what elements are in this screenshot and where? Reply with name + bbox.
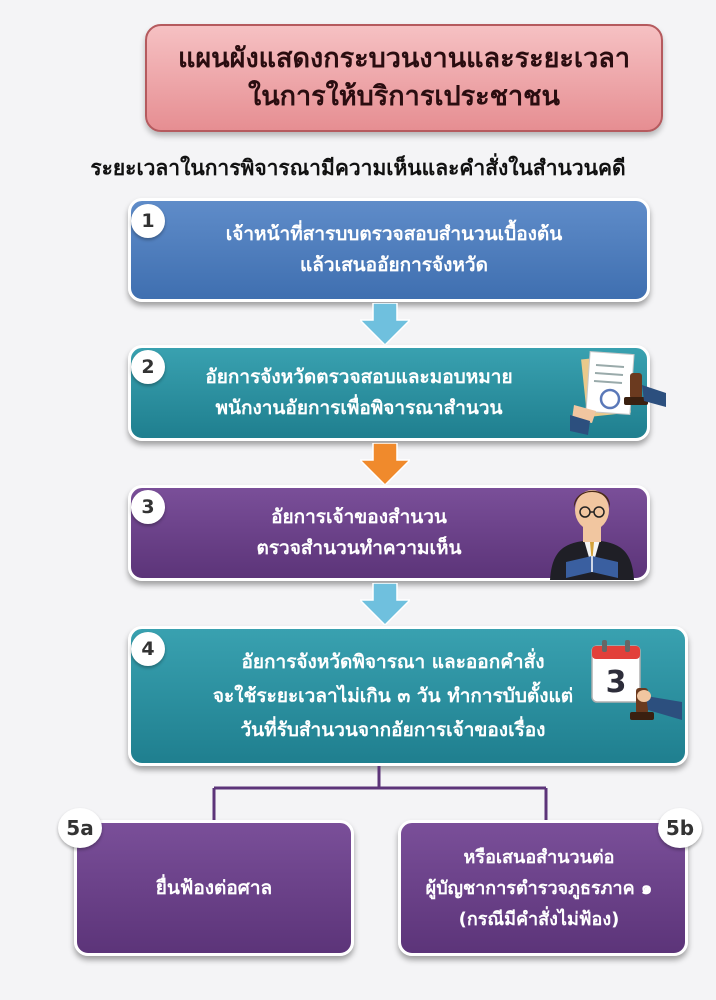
step-1-box: เจ้าหน้าที่สารบบตรวจสอบสำนวนเบื้องต้น แล… [128,198,650,302]
step-1-badge: 1 [131,204,165,238]
branch-5a-badge: 5a [58,808,102,848]
arrow-down-2 [360,443,410,485]
title-line-2: ในการให้บริการเประชาชน [248,81,560,112]
prosecutor-reading-illustration [550,490,634,580]
step-3-line-1: อัยการเจ้าของสำนวน [271,506,447,528]
document-stamp-illustration [570,351,666,435]
branch-5b-badge: 5b [658,808,702,848]
step-3-badge: 3 [131,490,165,524]
branch-5a-box: ยื่นฟ้องต่อศาล [74,820,354,956]
step-2-line-1: อัยการจังหวัดตรวจสอบและมอบหมาย [205,366,513,388]
branch-5b-box: หรือเสนอสำนวนต่อ ผู้บัญชาการตำรวจภูธรภาค… [398,820,688,956]
branch-5b-line-2: ผู้บัญชาการตำรวจภูธรภาค ๑ [425,877,653,899]
branch-5b-line-1: หรือเสนอสำนวนต่อ [463,846,615,868]
step-4-line-2: จะใช้ระยะเวลาไม่เกิน ๓ วัน ทำการบับตั้งแ… [212,685,574,707]
branch-5a-line-1: ยื่นฟ้องต่อศาล [155,877,273,899]
branch-connector [212,766,548,820]
arrow-down-1 [360,303,410,345]
step-1-line-2: แล้วเสนออัยการจังหวัด [300,254,488,276]
step-3-line-2: ตรวจสำนวนทำความเห็น [256,537,462,559]
arrow-down-3 [360,583,410,625]
title-line-1: แผนผังแสดงกระบวนงานและระยะเวลา [177,43,631,74]
subtitle: ระยะเวลาในการพิจารณามีความเห็นและคำสั่งใ… [90,156,626,180]
step-4-badge: 4 [131,632,165,666]
step-4-line-1: อัยการจังหวัดพิจารณา และออกคำสั่ง [241,651,545,673]
step-4-line-3: วันที่รับสำนวนจากอัยการเจ้าของเรื่อง [240,719,546,741]
step-1-line-1: เจ้าหน้าที่สารบบตรวจสอบสำนวนเบื้องต้น [225,223,563,245]
step-2-line-2: พนักงานอัยการเพื่อพิจารณาสำนวน [215,397,503,419]
title-box: แผนผังแสดงกระบวนงานและระยะเวลา ในการให้บ… [145,24,663,132]
calendar-number: 3 [606,665,627,700]
step-2-box: อัยการจังหวัดตรวจสอบและมอบหมาย พนักงานอั… [128,345,650,441]
branch-5b-line-3: (กรณีมีคำสั่งไม่ฟ้อง) [458,908,620,930]
step-2-badge: 2 [131,350,165,384]
calendar-stamp-illustration: 3 [591,640,682,720]
